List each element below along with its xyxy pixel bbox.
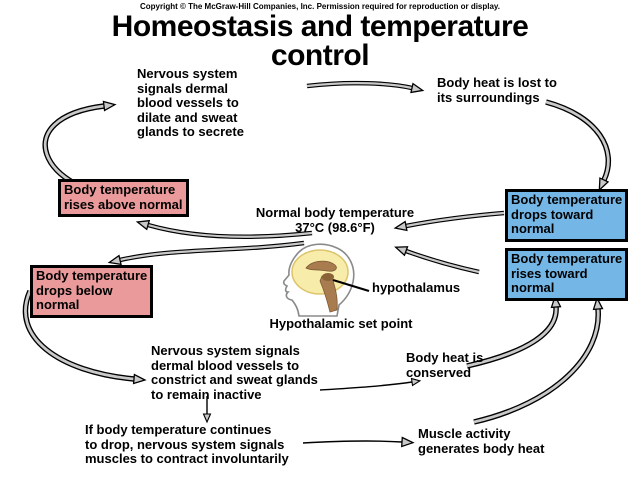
arrow-heat-conserved-to-rises-toward — [466, 294, 562, 369]
corpus-callosum-icon — [305, 260, 337, 272]
box-rises-above-normal: Body temperature rises above normal — [58, 179, 189, 217]
box-rises-toward-normal: Body temperature rises toward normal — [505, 248, 629, 301]
arrow-shiver-to-muscle-activity — [302, 436, 415, 448]
page-title: Homeostasis and temperature control — [111, 10, 529, 72]
arrow-heat-lost-to-drops-toward — [545, 99, 611, 192]
brain-icon — [291, 249, 349, 295]
label-hypothalamus: hypothalamus — [372, 280, 461, 295]
label-constrict-response: Nervous system signals dermal blood vess… — [151, 343, 318, 402]
label-dilate-response: Nervous system signals dermal blood vess… — [137, 66, 244, 139]
head-profile-illustration — [282, 243, 370, 317]
hypothalamus-icon — [322, 273, 334, 281]
arrow-drops-toward-to-normal — [393, 210, 505, 232]
label-heat-lost: Body heat is lost to its surroundings — [437, 75, 557, 105]
arrow-dilate-response-to-heat-lost — [306, 80, 425, 94]
label-hypothalamic-set-point: Hypothalamic set point — [269, 316, 413, 331]
label-shiver-response: If body temperature continues to drop, n… — [85, 422, 289, 466]
box-drops-toward-normal: Body temperature drops toward normal — [505, 189, 629, 242]
copyright-notice: Copyright © The McGraw-Hill Companies, I… — [139, 2, 501, 11]
arrow-normal-to-rises-above — [135, 219, 313, 239]
arrow-drops-below-to-constrict-response — [22, 289, 147, 385]
box-drops-below-normal: Body temperature drops below normal — [30, 265, 154, 318]
label-heat-conserved: Body heat is conserved — [406, 350, 484, 380]
arrow-rises-toward-to-normal — [394, 246, 480, 275]
label-muscle-activity: Muscle activity generates body heat — [418, 426, 545, 456]
arrow-muscle-activity-to-rises-toward — [473, 296, 604, 425]
arrow-constrict-response-to-heat-conserved — [319, 377, 422, 391]
hypothalamus-pointer-line — [332, 278, 370, 293]
label-normal-body-temperature: Normal body temperature 37°C (98.6°F) — [255, 205, 415, 235]
arrow-normal-to-drops-below — [107, 240, 305, 266]
